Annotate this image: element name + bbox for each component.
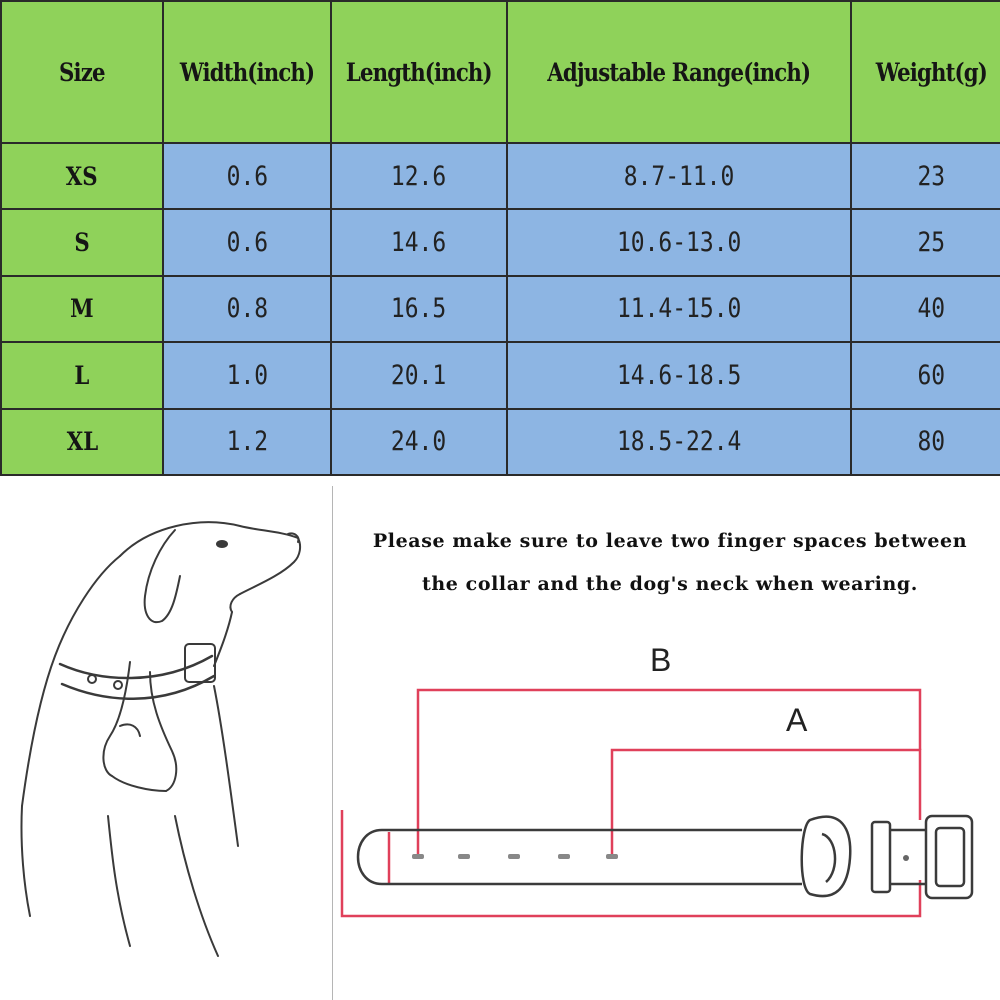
header-size: Size [0,0,164,144]
range-cell: 18.5-22.4 [506,407,852,477]
size-cell: XS [0,141,164,211]
header-length: Length(inch) [330,0,508,144]
collar-dimension-diagram: B A [332,630,992,934]
range-cell: 8.7-11.0 [506,141,852,211]
length-cell: 16.5 [330,274,508,344]
weight-cell: 60 [850,341,1000,410]
table-row: L 1.0 20.1 14.6-18.5 60 [0,341,1000,410]
length-cell: 20.1 [330,341,508,410]
table-row: S 0.6 14.6 10.6-13.0 25 [0,208,1000,277]
table-row: M 0.8 16.5 11.4-15.0 40 [0,274,1000,344]
dimension-label-a: A [786,702,808,738]
size-cell: M [0,274,164,344]
width-cell: 0.8 [162,274,332,344]
length-cell: 24.0 [330,407,508,477]
table-row: XS 0.6 12.6 8.7-11.0 23 [0,141,1000,211]
header-weight: Weight(g) [850,0,1000,144]
table-header-row: Size Width(inch) Length(inch) Adjustable… [0,0,1000,144]
weight-cell: 25 [850,208,1000,277]
width-cell: 1.2 [162,407,332,477]
dog-illustration-panel [0,486,333,1000]
length-cell: 12.6 [330,141,508,211]
weight-cell: 40 [850,274,1000,344]
table-row: XL 1.2 24.0 18.5-22.4 80 [0,407,1000,477]
dog-with-collar-icon [20,521,302,957]
collar-icon [340,688,974,918]
range-cell: 11.4-15.0 [506,274,852,344]
size-cell: L [0,341,164,410]
range-cell: 14.6-18.5 [506,341,852,410]
size-cell: S [0,208,164,277]
dimension-line-a [610,748,922,858]
header-width: Width(inch) [162,0,332,144]
weight-cell: 23 [850,141,1000,211]
weight-cell: 80 [850,407,1000,477]
dimension-line-b [416,688,922,858]
width-cell: 1.0 [162,341,332,410]
fit-instruction-note: Please make sure to leave two finger spa… [340,520,1000,606]
dimension-label-b: B [650,642,672,678]
size-chart-table: Size Width(inch) Length(inch) Adjustable… [0,0,1000,477]
dimension-line-total [340,810,922,918]
width-cell: 0.6 [162,141,332,211]
length-cell: 14.6 [330,208,508,277]
range-cell: 10.6-13.0 [506,208,852,277]
width-cell: 0.6 [162,208,332,277]
note-line-2: the collar and the dog's neck when weari… [421,573,919,595]
header-adjustable-range: Adjustable Range(inch) [506,0,852,144]
size-cell: XL [0,407,164,477]
note-line-1: Please make sure to leave two finger spa… [372,530,968,552]
